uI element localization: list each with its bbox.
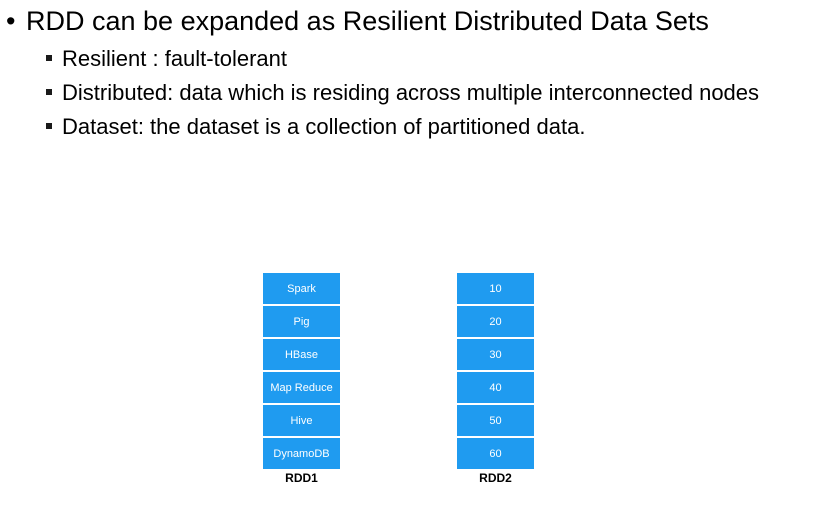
square-bullet-icon bbox=[46, 89, 52, 95]
sub-bullet-resilient: Resilient : fault-tolerant bbox=[44, 44, 784, 73]
rdd1-partition: Pig bbox=[263, 306, 340, 337]
rdd2-partition: 40 bbox=[457, 372, 534, 403]
rdd1-partition-stack: Spark Pig HBase Map Reduce Hive DynamoDB… bbox=[263, 273, 340, 485]
rdd2-partition: 50 bbox=[457, 405, 534, 436]
square-bullet-icon bbox=[46, 55, 52, 61]
rdd1-partition: HBase bbox=[263, 339, 340, 370]
sub-bullet-text: Dataset: the dataset is a collection of … bbox=[62, 114, 586, 139]
rdd2-partition: 10 bbox=[457, 273, 534, 304]
rdd1-partition: Hive bbox=[263, 405, 340, 436]
rdd2-partition: 60 bbox=[457, 438, 534, 469]
sub-bullet-dataset: Dataset: the dataset is a collection of … bbox=[44, 112, 784, 141]
bullet-dot: • bbox=[6, 6, 16, 36]
slide-heading-bullet: • RDD can be expanded as Resilient Distri… bbox=[6, 3, 709, 39]
rdd2-partition-stack: 10 20 30 40 50 60 RDD2 bbox=[457, 273, 534, 485]
sub-bullet-distributed: Distributed: data which is residing acro… bbox=[44, 78, 784, 107]
rdd1-partition: Map Reduce bbox=[263, 372, 340, 403]
rdd2-partition: 30 bbox=[457, 339, 534, 370]
rdd2-partition: 20 bbox=[457, 306, 534, 337]
sub-bullet-text: Resilient : fault-tolerant bbox=[62, 46, 287, 71]
sub-bullet-text: Distributed: data which is residing acro… bbox=[62, 80, 760, 105]
square-bullet-icon bbox=[46, 123, 52, 129]
slide-heading: RDD can be expanded as Resilient Distrib… bbox=[26, 6, 709, 36]
rdd1-label: RDD1 bbox=[285, 471, 318, 485]
rdd1-partition: Spark bbox=[263, 273, 340, 304]
rdd1-partition: DynamoDB bbox=[263, 438, 340, 469]
rdd2-label: RDD2 bbox=[479, 471, 512, 485]
sub-bullet-list: Resilient : fault-tolerant Distributed: … bbox=[44, 44, 784, 146]
